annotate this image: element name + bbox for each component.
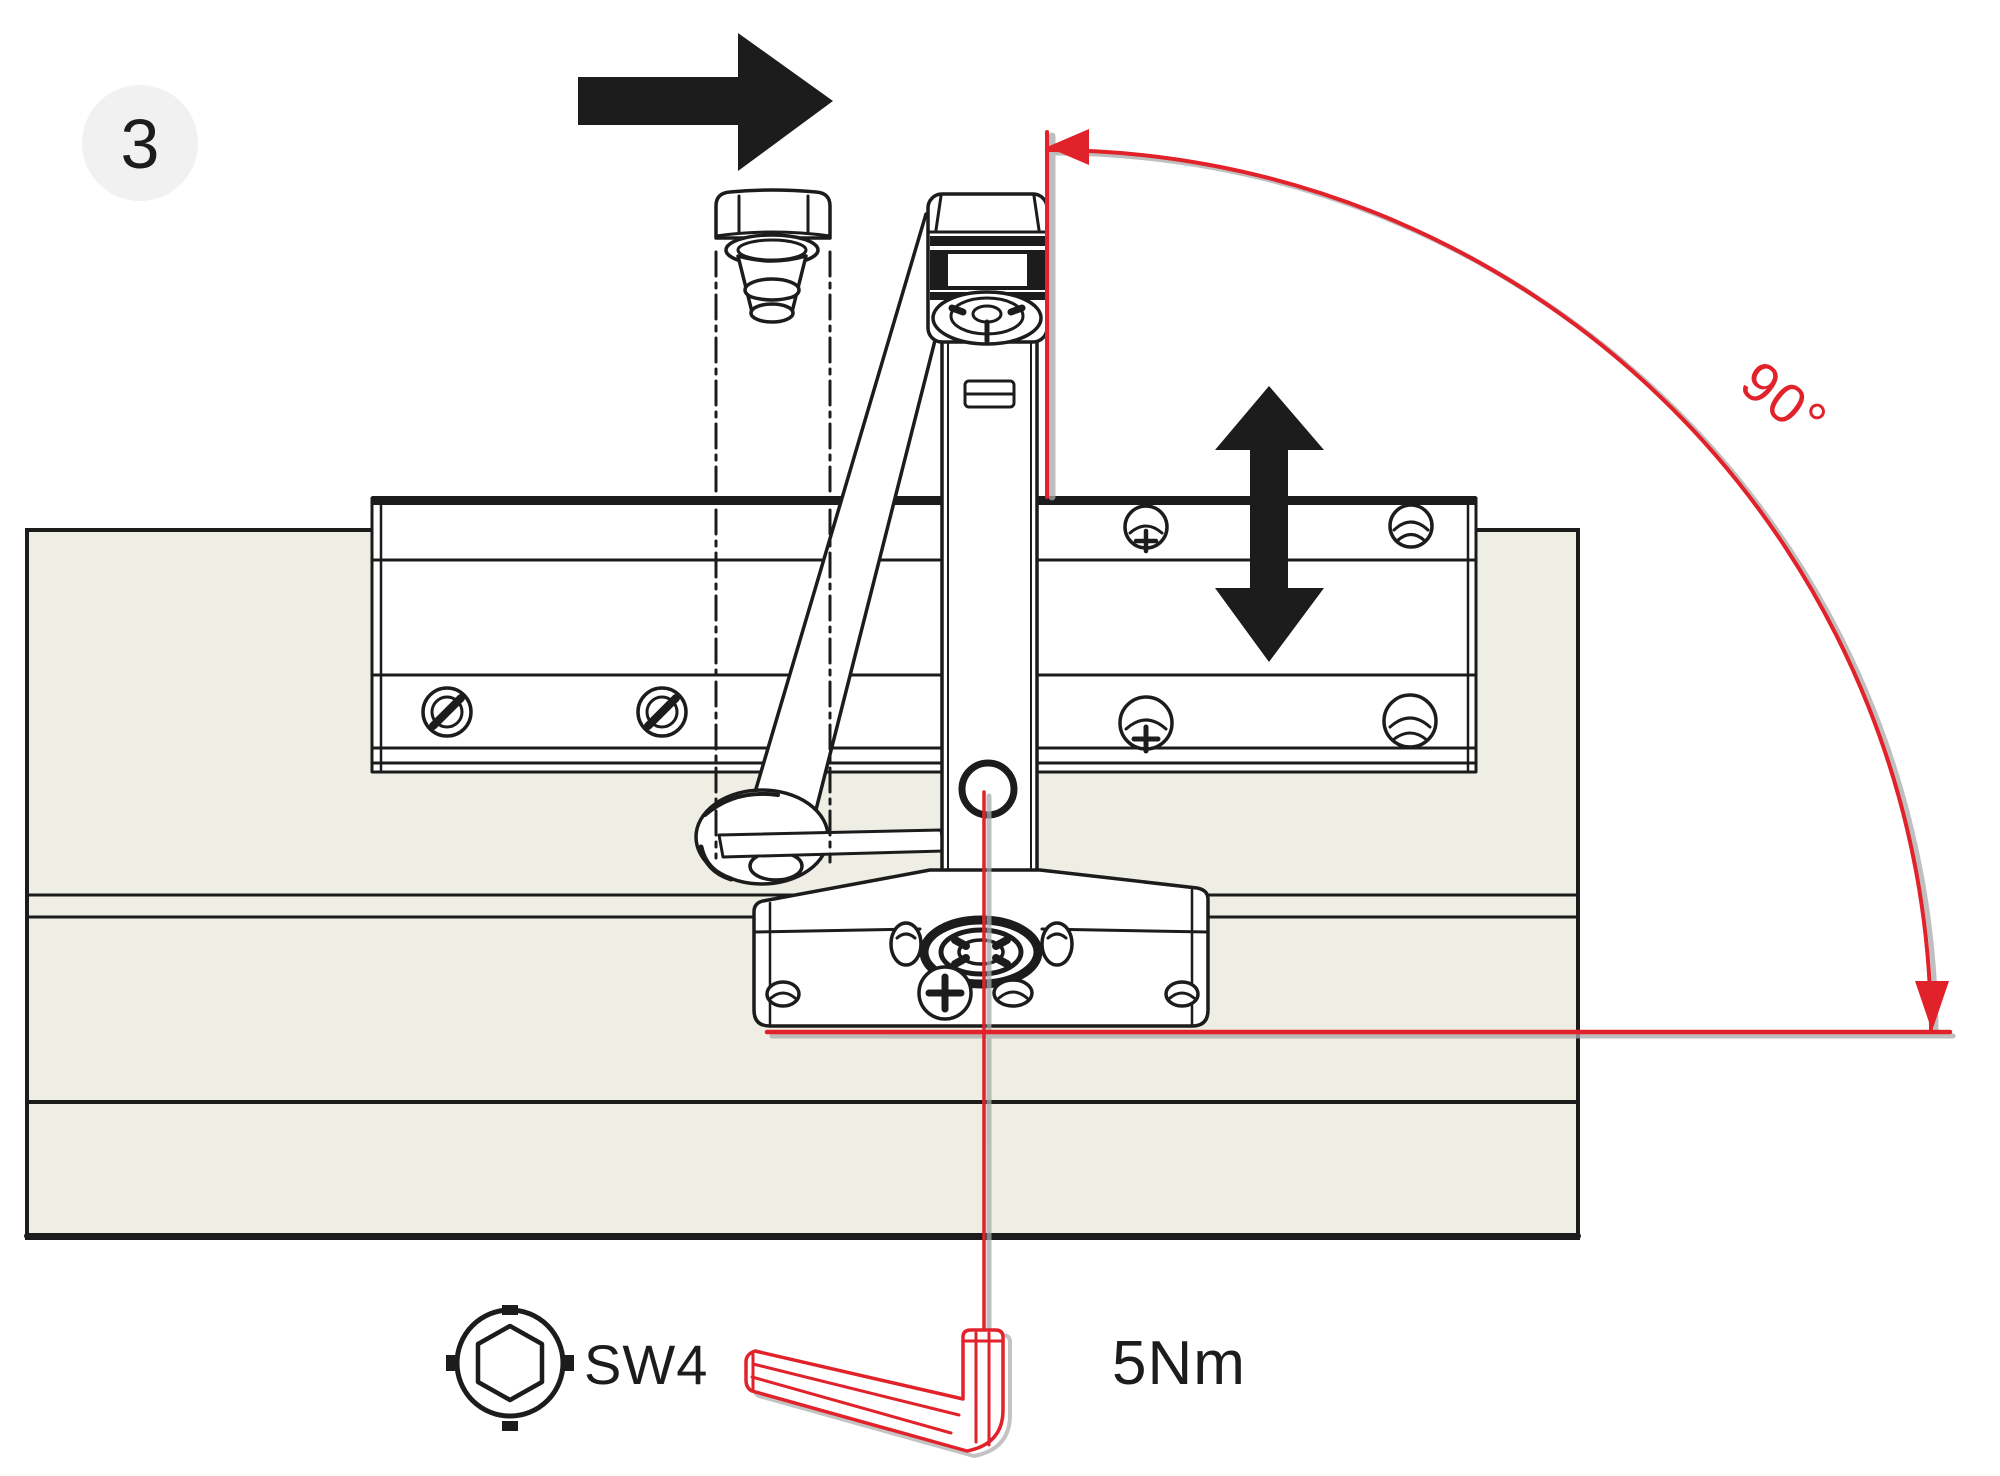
tool-size-label: SW4 bbox=[584, 1333, 708, 1396]
lift-arm-head bbox=[926, 192, 1049, 346]
rail-screw-phillips-top-right bbox=[1388, 503, 1434, 549]
arc-arrowhead-top bbox=[1047, 129, 1089, 165]
ghost-arm-previous-position bbox=[714, 188, 832, 864]
allen-key-icon bbox=[744, 1328, 1012, 1459]
torque-value-label: 5Nm bbox=[1112, 1329, 1246, 1398]
rail-screw-slotted-left bbox=[421, 686, 473, 738]
lift-arm bbox=[926, 192, 1049, 938]
angle-label: 90° bbox=[1729, 348, 1839, 453]
step-badge: 3 bbox=[82, 85, 198, 201]
rail-screw-phillips-top-left bbox=[1123, 504, 1169, 554]
height-adjust-arrow-icon bbox=[1215, 386, 1324, 662]
mounting-rail bbox=[370, 496, 1478, 774]
rail-screw-phillips-bottom-right bbox=[1382, 693, 1438, 749]
push-direction-arrow-icon bbox=[578, 33, 833, 171]
rotation-arc bbox=[764, 129, 1953, 1035]
rail-screw-phillips-bottom-left bbox=[1118, 695, 1174, 754]
base-plate bbox=[752, 868, 1210, 1028]
rail-screw-slotted-right bbox=[636, 686, 688, 738]
step-number: 3 bbox=[121, 105, 160, 183]
arc-arrowhead-bottom bbox=[1915, 981, 1949, 1031]
pivot-arm bbox=[694, 212, 966, 886]
hex-socket-icon bbox=[446, 1305, 574, 1431]
